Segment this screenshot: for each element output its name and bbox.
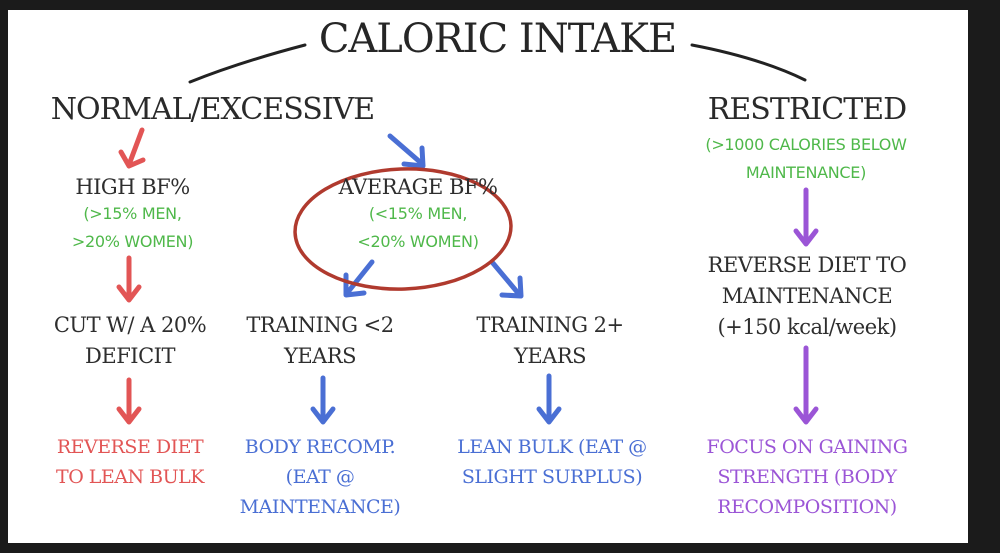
arrow-reverse-diet-to-focus [793,345,819,425]
outcome-reverse-diet-line-2: TO LEAN BULK [56,466,204,488]
reverse-diet-line-1: REVERSE DIET TO [707,253,907,277]
outcome-focus-strength: FOCUS ON GAINING STRENGTH (BODY RECOMPOS… [676,432,938,522]
cut-line-2: DEFICIT [85,344,175,368]
training-short-line-2: YEARS [283,344,357,368]
reverse-diet-line-3: (+150 kcal/week) [717,315,897,339]
outcome-focus-line-3: RECOMPOSITION) [717,496,897,518]
outcome-recomp-line-1: BODY RECOMP. [244,436,396,458]
outcome-focus-line-2: STRENGTH (BODY [717,466,897,488]
outcome-focus-line-1: FOCUS ON GAINING [706,436,908,458]
arrow-average-to-training-long [489,259,524,299]
reverse-diet-line-2: MAINTENANCE [721,284,893,308]
heading-normal-excessive: NORMAL/EXCESSIVE [50,92,375,127]
high-bf-note-line-2: >20% WOMEN) [71,232,194,251]
node-average-bf: AVERAGE BF% [338,175,498,199]
restricted-note: (>1000 CALORIES BELOW MAINTENANCE) [656,131,956,187]
outcome-lean-bulk-line-2: SLIGHT SURPLUS) [461,466,643,488]
title-connector-right [690,43,807,82]
arrow-cut-to-reverse-diet [116,377,142,425]
arrow-high-bf-to-cut [116,255,142,303]
arrow-restricted-to-reverse-diet [793,187,819,247]
restricted-note-line-2: MAINTENANCE) [745,163,867,182]
arrow-training-long-to-lean-bulk [536,373,562,425]
training-long-line-2: YEARS [513,344,587,368]
outcome-recomp-line-2: (EAT @ [285,466,355,488]
outcome-reverse-diet-line-1: REVERSE DIET [56,436,204,458]
diagram-canvas [8,10,968,543]
training-short-line-1: TRAINING <2 [246,313,394,337]
arrow-normal-to-average-bf [387,133,426,169]
node-training-long: TRAINING 2+ YEARS [450,310,650,372]
arrow-training-short-to-recomp [310,375,336,425]
average-bf-note: (<15% MEN, <20% WOMEN) [318,200,518,256]
title-connector-left [188,43,307,84]
outcome-lean-bulk-line-1: LEAN BULK (EAT @ [457,436,647,458]
average-bf-note-line-1: (<15% MEN, [368,204,468,223]
outcome-recomp-line-3: MAINTENANCE) [239,496,401,518]
restricted-note-line-1: (>1000 CALORIES BELOW [705,135,907,154]
node-reverse-diet-maintenance: REVERSE DIET TO MAINTENANCE (+150 kcal/w… [676,250,938,343]
arrow-average-to-training-short [343,259,375,298]
node-training-short: TRAINING <2 YEARS [220,310,420,372]
outcome-body-recomp: BODY RECOMP. (EAT @ MAINTENANCE) [220,432,420,522]
outcome-reverse-diet-lean-bulk: REVERSE DIET TO LEAN BULK [25,432,235,492]
cut-line-1: CUT W/ A 20% [53,313,207,337]
node-high-bf: HIGH BF% [75,175,190,199]
average-bf-note-line-2: <20% WOMEN) [357,232,479,251]
high-bf-note-line-1: (>15% MEN, [83,204,182,223]
outcome-lean-bulk: LEAN BULK (EAT @ SLIGHT SURPLUS) [432,432,672,492]
high-bf-note: (>15% MEN, >20% WOMEN) [40,200,225,256]
highlight-circle [293,167,513,291]
heading-restricted: RESTRICTED [707,92,907,127]
training-long-line-1: TRAINING 2+ [476,313,624,337]
arrow-normal-to-high-bf [118,127,146,169]
diagram-title: CALORIC INTAKE [318,16,677,62]
node-cut-deficit: CUT W/ A 20% DEFICIT [30,310,230,372]
